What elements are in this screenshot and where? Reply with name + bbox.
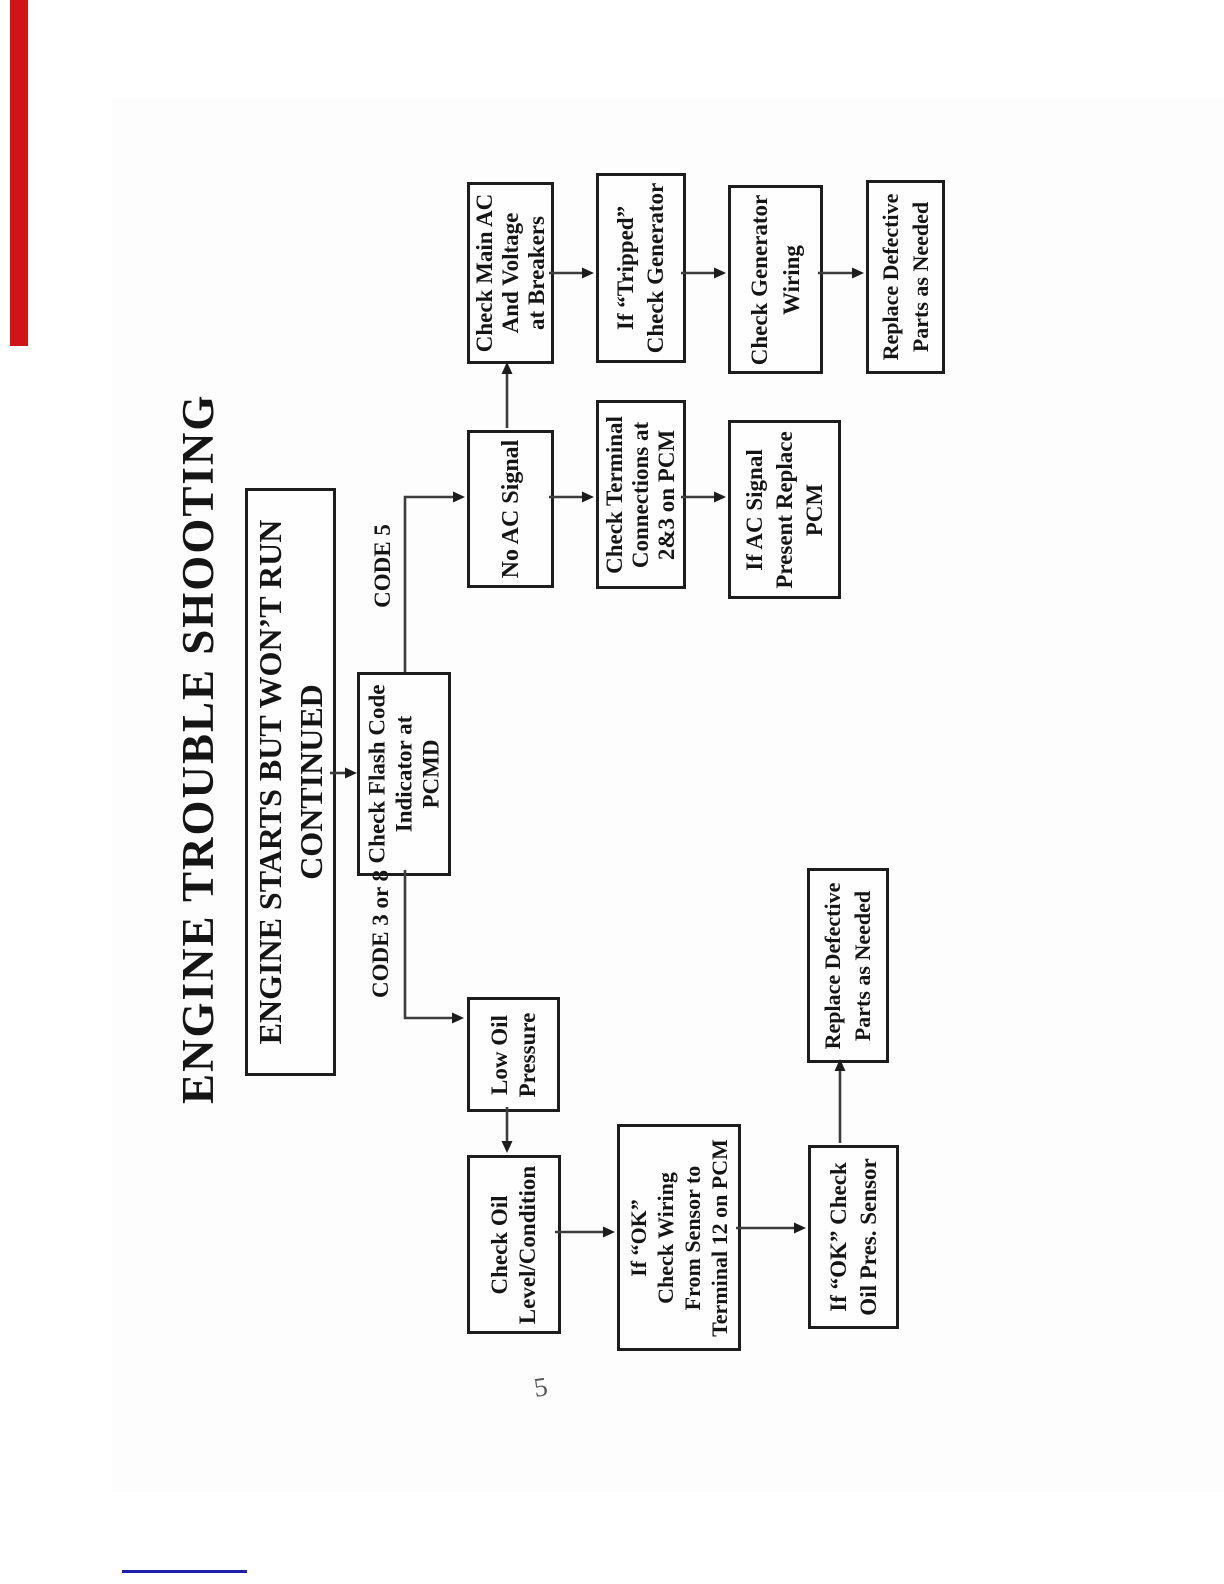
arrow-start-to-flash-code [330,767,357,779]
flow-box-check-generator-wiring: Check Generator Wiring [728,185,823,374]
flow-box-replace-defective-parts-top: Replace Defective Parts as Needed [866,180,945,374]
flow-box-if-ok-check-oil-pres-sensor: If “OK” Check Oil Pres. Sensor [808,1145,899,1329]
arrow-no-ac-to-check-main-ac [501,362,513,428]
flow-box-if-ok-check-wiring: If “OK” Check Wiring From Sensor to Term… [617,1124,741,1351]
flow-box-check-oil-level: Check Oil Level/Condition [467,1155,561,1334]
red-margin-stripe [10,0,28,346]
arrow-terminal-to-replace-pcm [681,491,726,503]
flow-box-engine-starts-wont-run: ENGINE STARTS BUT WON’T RUN CONTINUED [245,488,336,1076]
arrow-main-ac-to-if-tripped [549,267,594,279]
flow-box-low-oil-pressure: Low Oil Pressure [467,997,560,1112]
footer-underline [122,1570,247,1573]
flow-box-check-terminal-connections: Check Terminal Connections at 2&3 on PCM [596,400,686,589]
arrow-code5-branch [403,491,465,672]
flow-box-if-ac-signal-replace-pcm: If AC Signal Present Replace PCM [728,420,841,599]
arrow-no-ac-to-terminal [549,491,594,503]
flow-box-replace-defective-parts-bottom: Replace Defective Parts as Needed [807,868,889,1063]
arrow-low-oil-to-check-oil [501,1107,513,1153]
arrow-generator-wiring-to-replace [818,267,864,279]
arrow-if-tripped-to-generator-wiring [681,267,726,279]
arrow-check-oil-to-check-wiring [555,1226,615,1238]
flow-box-if-tripped-check-generator: If “Tripped” Check Generator [596,173,686,363]
flow-box-no-ac-signal: No AC Signal [467,430,554,588]
arrow-code38-branch [403,870,464,1024]
arrow-sensor-to-replace [834,1059,846,1143]
arrow-check-wiring-to-sensor [736,1222,806,1234]
